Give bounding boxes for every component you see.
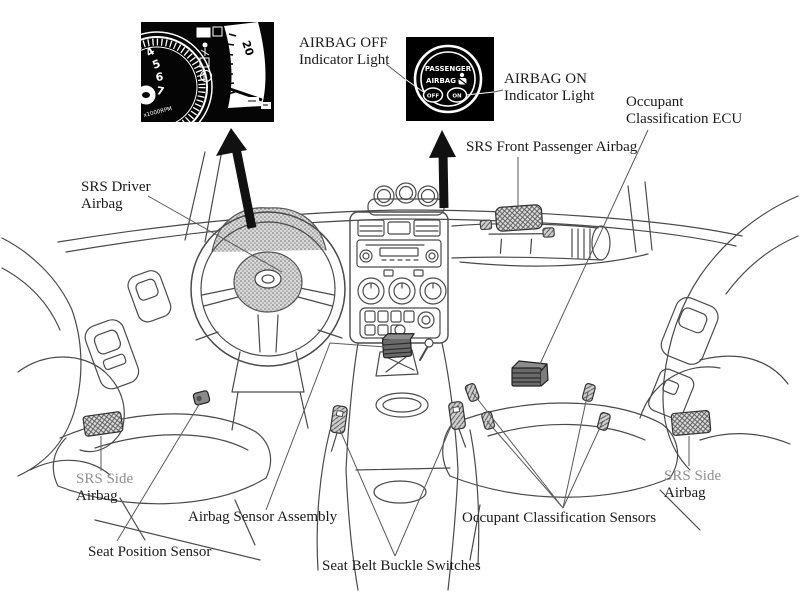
passenger-airbag-indicator-inset: PASSENGER AIRBAG OFF ON bbox=[406, 37, 494, 121]
steering-wheel bbox=[190, 211, 346, 431]
label-line: Seat Belt Buckle Switches bbox=[322, 558, 481, 574]
callout-arrow-to-indicator-inset bbox=[429, 130, 456, 209]
label-srs-side-airbag-right: SRS Side Airbag bbox=[664, 468, 721, 502]
driver-airbag-pad bbox=[233, 251, 303, 313]
speed-number: 20 bbox=[239, 39, 256, 58]
label-line: SRS Front Passenger Airbag bbox=[466, 139, 638, 155]
off-indicator-light: OFF bbox=[422, 87, 444, 103]
instrument-cluster bbox=[211, 207, 327, 253]
label-line: Classification ECU bbox=[626, 110, 743, 127]
label-line: Occupant bbox=[626, 94, 684, 110]
tach-number: 5 bbox=[151, 57, 163, 72]
on-text: ON bbox=[452, 94, 462, 100]
passenger-airbag-module bbox=[479, 204, 555, 254]
warning-box-icon bbox=[212, 26, 223, 37]
speedometer: 20 bbox=[224, 22, 271, 109]
label-airbag-off-indicator: AIRBAG OFF Indicator Light bbox=[299, 35, 389, 69]
instrument-cluster-inset: 4 5 6 7 x1000RPM 20 bbox=[141, 22, 274, 122]
driver-seat bbox=[17, 356, 272, 561]
radio-unit bbox=[356, 239, 442, 268]
label-airbag-on-indicator: AIRBAG ON Indicator Light bbox=[504, 71, 594, 105]
label-line: Indicator Light bbox=[504, 87, 595, 104]
passenger-seat bbox=[442, 355, 789, 561]
tach-number: 7 bbox=[155, 84, 165, 98]
label-seat-position-sensor: Seat Position Sensor bbox=[88, 544, 211, 561]
center-dash-gauge-pod bbox=[367, 182, 445, 216]
off-text: OFF bbox=[427, 94, 439, 100]
belted-occupant-icon bbox=[457, 72, 467, 85]
seat-belt-buckle-part bbox=[330, 405, 348, 452]
climate-knobs bbox=[357, 269, 447, 305]
indicator-word-airbag: AIRBAG bbox=[426, 77, 456, 85]
warning-box-icon bbox=[199, 57, 210, 68]
brake-warning-icon bbox=[196, 27, 211, 38]
label-line: SRS Side bbox=[664, 468, 722, 484]
label-srs-front-passenger-airbag: SRS Front Passenger Airbag bbox=[466, 139, 637, 156]
callout-arrow-to-cluster-inset bbox=[216, 128, 257, 229]
fasten-seatbelt-warning-icon bbox=[200, 42, 210, 56]
label-line: Occupant Classification Sensors bbox=[462, 510, 657, 526]
occupant-ecu-part bbox=[511, 360, 549, 387]
occupant-sensor-part bbox=[481, 411, 496, 430]
label-line: Airbag bbox=[81, 195, 123, 212]
passenger-door-panel bbox=[648, 195, 799, 471]
label-line: Indicator Light bbox=[299, 51, 390, 68]
side-airbag-module-right bbox=[670, 410, 712, 436]
leader-lines bbox=[100, 63, 690, 557]
warning-lights bbox=[196, 26, 223, 82]
label-occupant-classification-ecu: Occupant Classification ECU bbox=[626, 94, 742, 128]
label-line: Airbag Sensor Assembly bbox=[188, 509, 338, 525]
label-line: SRS Driver bbox=[81, 179, 151, 195]
label-line: SRS Side bbox=[76, 471, 134, 487]
center-stack bbox=[349, 211, 449, 344]
driver-door-panel bbox=[1, 237, 172, 477]
label-airbag-sensor-assembly: Airbag Sensor Assembly bbox=[188, 509, 337, 526]
label-line: Airbag bbox=[664, 484, 706, 501]
side-airbag-module-left bbox=[82, 411, 124, 437]
windshield-frame bbox=[57, 149, 743, 253]
airbag-warning-icon bbox=[200, 70, 212, 82]
label-srs-side-airbag-left: SRS Side Airbag bbox=[76, 471, 133, 505]
label-occupant-classification-sensors: Occupant Classification Sensors bbox=[462, 510, 656, 527]
steering-emblem-icon bbox=[254, 269, 282, 289]
tach-number: 6 bbox=[155, 70, 164, 84]
label-line: Airbag bbox=[76, 487, 118, 504]
occupant-sensor-part bbox=[581, 383, 596, 402]
tachometer bbox=[141, 31, 213, 122]
seat-position-sensor-part bbox=[192, 390, 211, 406]
indicator-word-passenger: PASSENGER bbox=[425, 65, 472, 73]
label-seat-belt-buckle-switches: Seat Belt Buckle Switches bbox=[322, 558, 481, 575]
seat-belt-buckle-part bbox=[448, 401, 467, 448]
label-line: AIRBAG OFF bbox=[299, 35, 388, 51]
label-line: AIRBAG ON bbox=[504, 71, 587, 87]
airbag-sensor-assembly-part bbox=[381, 332, 415, 359]
label-line: Seat Position Sensor bbox=[88, 544, 212, 560]
label-srs-driver-airbag: SRS Driver Airbag bbox=[81, 179, 151, 213]
on-indicator-light: ON bbox=[446, 87, 468, 103]
